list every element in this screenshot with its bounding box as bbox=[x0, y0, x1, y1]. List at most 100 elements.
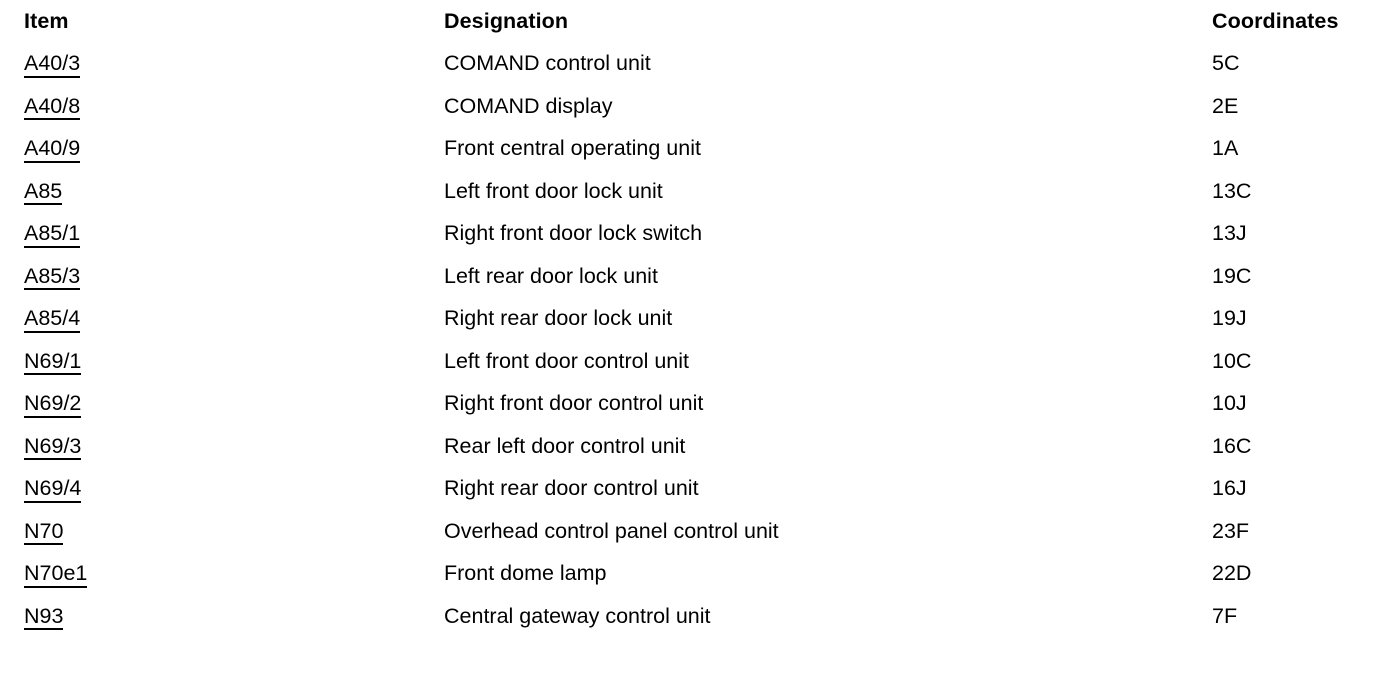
item-code-link[interactable]: A85/3 bbox=[24, 264, 81, 291]
cell-item: A85/3 bbox=[0, 255, 210, 298]
table-row: A40/3 COMAND control unit 5C bbox=[0, 42, 1392, 85]
designation-text: Front central operating unit bbox=[444, 136, 701, 160]
designation-text: COMAND control unit bbox=[444, 51, 651, 75]
cell-designation: Left front door lock unit bbox=[210, 170, 1194, 213]
designation-text: Left front door control unit bbox=[444, 348, 690, 373]
cell-coordinates: 22D bbox=[1194, 552, 1392, 595]
table-header: Item Designation Coordinates bbox=[0, 0, 1392, 42]
cell-coordinates: 13J bbox=[1194, 212, 1392, 255]
table-row: N70 Overhead control panel control unit 23… bbox=[0, 510, 1392, 553]
cell-designation: Right rear door control unit bbox=[210, 467, 1194, 510]
cell-coordinates: 19C bbox=[1194, 255, 1392, 298]
item-code-link[interactable]: N70 bbox=[24, 519, 64, 546]
table-row: A85/1 Right front door lock switch 13J bbox=[0, 212, 1392, 255]
cell-item: A40/8 bbox=[0, 85, 210, 128]
column-header-designation: Designation bbox=[444, 9, 569, 33]
cell-item: N93 bbox=[0, 595, 210, 638]
cell-designation: Left rear door lock unit bbox=[210, 255, 1194, 298]
cell-item: A85/4 bbox=[0, 297, 210, 340]
column-header-item: Item bbox=[24, 9, 69, 33]
cell-coordinates: 23F bbox=[1194, 510, 1392, 553]
column-header-coordinates: Coordinates bbox=[1212, 9, 1339, 33]
designation-text: COMAND display bbox=[444, 93, 613, 118]
cell-designation: Right front door control unit bbox=[210, 382, 1194, 425]
cell-item: A85 bbox=[0, 170, 210, 213]
cell-designation: Overhead control panel control unit bbox=[210, 510, 1194, 553]
coordinates-text: 10C bbox=[1212, 348, 1252, 373]
item-code-link[interactable]: N70e1 bbox=[24, 562, 88, 588]
cell-designation: COMAND display bbox=[210, 85, 1194, 128]
cell-item: A40/3 bbox=[0, 42, 210, 85]
table-row: A85/3 Left rear door lock unit 19C bbox=[0, 255, 1392, 298]
cell-designation: COMAND control unit bbox=[210, 42, 1194, 85]
coordinates-text: 10J bbox=[1212, 391, 1247, 415]
item-code-link[interactable]: A40/9 bbox=[24, 137, 81, 163]
table-header-row: Item Designation Coordinates bbox=[0, 0, 1392, 42]
coordinates-text: 19C bbox=[1212, 263, 1252, 288]
item-code-link[interactable]: A40/3 bbox=[24, 52, 81, 78]
item-code-link[interactable]: N69/1 bbox=[24, 349, 82, 376]
cell-item: N70 bbox=[0, 510, 210, 553]
table-row: N69/3 Rear left door control unit 16C bbox=[0, 425, 1392, 468]
table-body: A40/3 COMAND control unit 5C A40/8 COMAND di… bbox=[0, 42, 1392, 637]
designation-text: Front dome lamp bbox=[444, 561, 607, 585]
item-code-link[interactable]: A85/4 bbox=[24, 307, 81, 333]
cell-coordinates: 1A bbox=[1194, 127, 1392, 170]
cell-coordinates: 7F bbox=[1194, 595, 1392, 638]
cell-designation: Right front door lock switch bbox=[210, 212, 1194, 255]
coordinates-text: 23F bbox=[1212, 518, 1250, 543]
cell-coordinates: 16C bbox=[1194, 425, 1392, 468]
item-code-link[interactable]: N93 bbox=[24, 604, 64, 631]
cell-item: N69/2 bbox=[0, 382, 210, 425]
coordinates-text: 5C bbox=[1212, 51, 1240, 75]
coordinates-text: 2E bbox=[1212, 93, 1239, 118]
cell-designation: Right rear door lock unit bbox=[210, 297, 1194, 340]
cell-coordinates: 10C bbox=[1194, 340, 1392, 383]
coordinates-text: 16C bbox=[1212, 433, 1252, 458]
item-code-link[interactable]: N69/3 bbox=[24, 434, 82, 461]
designation-text: Rear left door control unit bbox=[444, 433, 686, 458]
coordinates-text: 13J bbox=[1212, 221, 1247, 245]
designation-text: Right rear door control unit bbox=[444, 476, 699, 500]
cell-coordinates: 19J bbox=[1194, 297, 1392, 340]
table-row: A85/4 Right rear door lock unit 19J bbox=[0, 297, 1392, 340]
cell-item: N69/4 bbox=[0, 467, 210, 510]
cell-designation: Central gateway control unit bbox=[210, 595, 1194, 638]
table-row: N93 Central gateway control unit 7F bbox=[0, 595, 1392, 638]
cell-item: N69/3 bbox=[0, 425, 210, 468]
coordinates-text: 16J bbox=[1212, 476, 1247, 500]
table-row: A85 Left front door lock unit 13C bbox=[0, 170, 1392, 213]
designation-text: Right front door control unit bbox=[444, 391, 704, 415]
cell-designation: Left front door control unit bbox=[210, 340, 1194, 383]
coordinates-text: 1A bbox=[1212, 136, 1239, 160]
cell-item: N69/1 bbox=[0, 340, 210, 383]
designation-text: Right rear door lock unit bbox=[444, 306, 673, 330]
cell-item: A40/9 bbox=[0, 127, 210, 170]
coordinates-text: 22D bbox=[1212, 561, 1252, 585]
cell-item: N70e1 bbox=[0, 552, 210, 595]
table-row: N69/1 Left front door control unit 10C bbox=[0, 340, 1392, 383]
cell-coordinates: 2E bbox=[1194, 85, 1392, 128]
cell-designation: Rear left door control unit bbox=[210, 425, 1194, 468]
item-code-link[interactable]: A85 bbox=[24, 179, 63, 206]
item-code-link[interactable]: A40/8 bbox=[24, 94, 81, 121]
designation-text: Left rear door lock unit bbox=[444, 263, 658, 288]
coordinates-text: 13C bbox=[1212, 178, 1252, 203]
table-row: N70e1 Front dome lamp 22D bbox=[0, 552, 1392, 595]
cell-coordinates: 10J bbox=[1194, 382, 1392, 425]
coordinates-text: 7F bbox=[1212, 603, 1238, 628]
cell-designation: Front central operating unit bbox=[210, 127, 1194, 170]
table-row: N69/4 Right rear door control unit 16J bbox=[0, 467, 1392, 510]
coordinates-text: 19J bbox=[1212, 306, 1247, 330]
table-row: A40/8 COMAND display 2E bbox=[0, 85, 1392, 128]
item-code-link[interactable]: N69/2 bbox=[24, 392, 82, 418]
item-code-link[interactable]: N69/4 bbox=[24, 477, 82, 503]
designation-text: Right front door lock switch bbox=[444, 221, 703, 245]
table-row: A40/9 Front central operating unit 1A bbox=[0, 127, 1392, 170]
cell-coordinates: 16J bbox=[1194, 467, 1392, 510]
item-code-link[interactable]: A85/1 bbox=[24, 222, 81, 248]
designation-text: Central gateway control unit bbox=[444, 603, 711, 628]
cell-item: A85/1 bbox=[0, 212, 210, 255]
